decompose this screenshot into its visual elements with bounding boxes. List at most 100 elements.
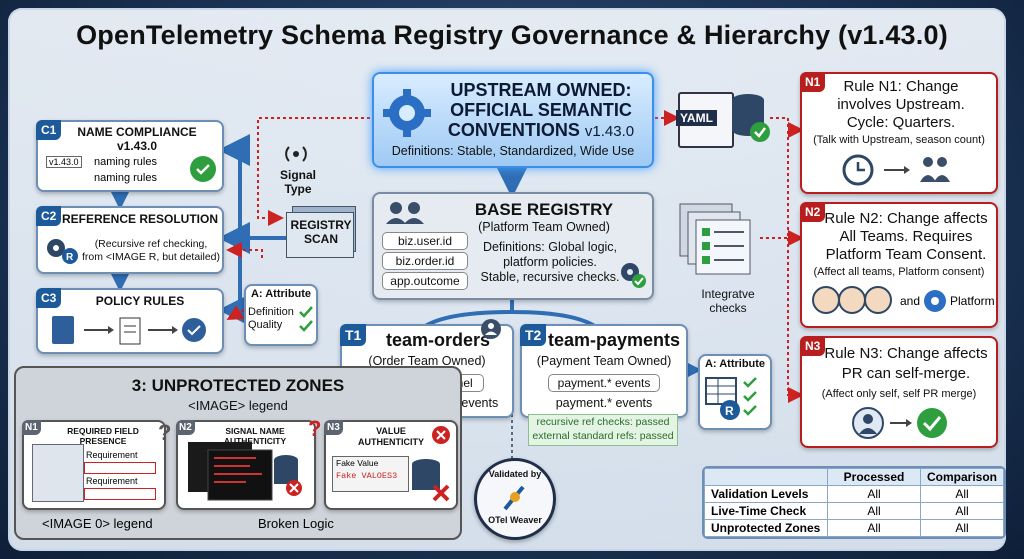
summary-row-2-comparison: All bbox=[919, 519, 1005, 537]
unprot-n1-title: REQUIRED FIELD PRESENCE bbox=[67, 426, 139, 446]
unprotected-title: 3: UNPROTECTED ZONES bbox=[131, 376, 345, 395]
req-field-2 bbox=[84, 488, 156, 500]
c2-title: REFERENCE RESOLUTION bbox=[62, 212, 219, 226]
t2-tag: T2 bbox=[520, 324, 547, 346]
form-doc-icon bbox=[32, 444, 84, 502]
summary-row-0-comparison: All bbox=[919, 485, 1005, 503]
rule-n3-line1: Rule N3: Change affects bbox=[824, 345, 988, 362]
rule-n3-tag: N3 bbox=[800, 336, 826, 356]
gear-r-icon: R bbox=[47, 239, 78, 264]
base-def-1: Definitions: Global logic, bbox=[482, 240, 618, 254]
integrative-checks-stack-icon bbox=[679, 203, 751, 275]
c3-policy-rules-box: C3 POLICY RULES bbox=[36, 288, 224, 354]
gear-check-icon bbox=[621, 263, 646, 288]
unprot-n1-req2: Requirement bbox=[86, 476, 138, 486]
c2-desc-2: from <IMAGE R, but detailed) bbox=[82, 251, 221, 263]
question-mark-icon: ? bbox=[158, 420, 172, 445]
n1-required-field-box: N1 REQUIRED FIELD PRESENCE Requirement R… bbox=[22, 420, 166, 510]
c1-rule-2: naming rules bbox=[94, 172, 157, 184]
yaml-label: YAML bbox=[676, 110, 717, 126]
base-registry-box: BASE REGISTRY (Platform Team Owned) biz.… bbox=[372, 192, 654, 300]
rule-n1-line2: involves Upstream. bbox=[837, 96, 965, 113]
rule-n2-line2: All Teams. Requires bbox=[839, 228, 973, 245]
base-attr-2: biz.order.id bbox=[382, 252, 468, 270]
t2-team-payments-box: T2 team-payments (Payment Team Owned) pa… bbox=[520, 324, 688, 418]
c3-title: POLICY RULES bbox=[95, 294, 185, 308]
unprotected-legend-bottom: <IMAGE 0> legend bbox=[42, 516, 153, 531]
base-def-3: Stable, recursive checks. bbox=[480, 270, 620, 284]
team-group-icon bbox=[481, 319, 501, 339]
upstream-heading-2: OFFICIAL SEMANTIC bbox=[450, 100, 632, 120]
unprot-n3-tag: N3 bbox=[324, 420, 343, 435]
base-owner: (Platform Team Owned) bbox=[478, 220, 610, 234]
red-dotted-links bbox=[226, 110, 804, 403]
attribute-quality-box: A: Attribute Definition Quality bbox=[244, 284, 318, 346]
unprot-n1-req1: Requirement bbox=[86, 450, 138, 460]
registry-scan-line1: REGISTRY bbox=[290, 218, 352, 232]
validated-line2: OTel Weaver bbox=[488, 515, 542, 525]
summary-header-1: Processed bbox=[827, 468, 921, 486]
table-r-check-icon: R bbox=[705, 377, 757, 420]
c1-tag: C1 bbox=[36, 120, 62, 140]
rule-n2-line1: Rule N2: Change affects bbox=[824, 210, 988, 227]
registry-scan-stack: REGISTRY SCAN bbox=[286, 206, 358, 258]
red-question-icon: ? bbox=[308, 416, 322, 441]
terminal-db-icon bbox=[188, 442, 302, 501]
broken-logic-label: Broken Logic bbox=[258, 516, 334, 531]
rule-n1-box: N1 Rule N1: Change involves Upstream. Cy… bbox=[800, 72, 998, 194]
c1-rule-1: naming rules bbox=[94, 156, 157, 168]
signal-type-line1: Signal bbox=[279, 168, 316, 182]
summary-table: Processed Comparison Validation Levels A… bbox=[704, 468, 1005, 537]
unprot-n3-fake2: Fake VALOES3 bbox=[336, 471, 398, 481]
policy-flow-icons bbox=[52, 316, 206, 345]
unprot-n3-title-2: AUTHENTICITY bbox=[358, 437, 424, 447]
unprot-n2-tag: N2 bbox=[176, 420, 195, 435]
c2-reference-resolution-box: C2 REFERENCE RESOLUTION R (Recursive ref… bbox=[36, 206, 224, 274]
clock-to-people-icon bbox=[842, 154, 950, 186]
n2-signal-name-box: N2 SIGNAL NAME AUTHENTICITY bbox=[176, 420, 316, 510]
c1-version-chip: v1.43.0 bbox=[46, 156, 82, 168]
c2-desc-1: (Recursive ref checking, bbox=[94, 238, 208, 250]
upstream-heading-1: UPSTREAM OWNED: bbox=[450, 80, 632, 100]
summary-table-container: Processed Comparison Validation Levels A… bbox=[702, 466, 1007, 539]
attr-left-line2: Quality bbox=[248, 319, 283, 331]
badge-check-icon bbox=[190, 156, 216, 182]
attr-right-title: A: Attribute bbox=[704, 358, 766, 370]
rule-n2-tag: N2 bbox=[800, 202, 826, 222]
attribute-right-box: A: Attribute R bbox=[698, 354, 772, 430]
rule-n3-box: N3 Rule N3: Change affects PR can self-m… bbox=[800, 336, 998, 448]
team-users-icon bbox=[386, 202, 424, 224]
red-x-icon bbox=[432, 426, 450, 444]
unprot-n3-fake1: Fake Value bbox=[336, 458, 379, 468]
base-def-2: platform policies. bbox=[503, 255, 597, 269]
validated-seal: Validated by OTel Weaver bbox=[474, 458, 556, 540]
rule-n2-platform: Platform bbox=[950, 294, 995, 308]
rule-n2-note: (Affect all teams, Platform consent) bbox=[813, 266, 985, 278]
upstream-box: UPSTREAM OWNED: OFFICIAL SEMANTIC CONVEN… bbox=[372, 72, 654, 168]
summary-row-1-label: Live-Time Check bbox=[704, 502, 828, 520]
rule-n1-line1: Rule N1: Change bbox=[843, 78, 959, 95]
t1-tag: T1 bbox=[340, 324, 367, 346]
c1-version: v1.43.0 bbox=[116, 139, 158, 153]
upstream-heading-3: CONVENTIONS bbox=[447, 120, 580, 140]
summary-header-2: Comparison bbox=[919, 468, 1005, 486]
upstream-version: v1.43.0 bbox=[584, 123, 635, 140]
table-row: Validation Levels All All bbox=[704, 485, 1005, 503]
base-title: BASE REGISTRY bbox=[474, 200, 614, 219]
upstream-definitions: Definitions: Stable, Standardized, Wide … bbox=[391, 144, 635, 158]
attr-right-letter: R bbox=[725, 404, 734, 418]
rule-n1-line3: Cycle: Quarters. bbox=[846, 114, 956, 131]
attr-left-title: A: Attribute bbox=[250, 288, 312, 300]
summary-row-1-comparison: All bbox=[919, 502, 1005, 520]
integrative-line2: checks bbox=[709, 301, 747, 315]
gear-icon bbox=[383, 89, 431, 137]
req-field-1 bbox=[84, 462, 156, 474]
db-x-icon bbox=[412, 459, 450, 502]
antenna-icon bbox=[285, 146, 307, 162]
registry-scan-line2: SCAN bbox=[303, 232, 338, 246]
base-attr-1: biz.user.id bbox=[382, 232, 468, 250]
unprotected-zones-panel: 3: UNPROTECTED ZONES <IMAGE> legend N1 R… bbox=[14, 366, 462, 540]
yaml-file-icon: YAML bbox=[676, 92, 734, 148]
t2-attr-2: payment.* events bbox=[555, 396, 653, 410]
c3-tag: C3 bbox=[36, 288, 62, 308]
